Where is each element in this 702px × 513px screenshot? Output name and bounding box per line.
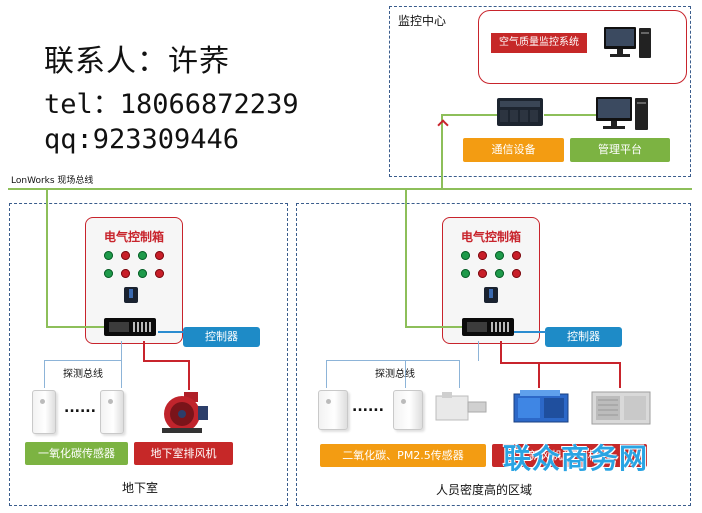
- left-zone-title: 地下室: [122, 481, 159, 495]
- controller-icon: [462, 318, 514, 336]
- sensor-icon: [32, 390, 56, 434]
- left-sensor-label: 一氧化碳传感器: [25, 442, 128, 465]
- management-platform-label: 管理平台: [570, 138, 670, 162]
- platform-computer-icon: [594, 94, 650, 134]
- left-fan-line: [143, 341, 145, 361]
- left-probe-line: [121, 360, 122, 388]
- contact-qq: qq:923309446: [44, 124, 240, 155]
- right-unit-line: [538, 362, 620, 364]
- indicator-light-icon: [104, 269, 113, 278]
- right-unit-line: [538, 362, 540, 388]
- left-controller-label: 控制器: [183, 327, 260, 347]
- left-probe-line: [44, 360, 45, 388]
- sensor-icon: [318, 390, 348, 430]
- contact-name: 联系人：许荞: [44, 44, 230, 79]
- left-probe-line: [44, 360, 122, 361]
- ahu-icon: [590, 386, 652, 428]
- right-unit-line: [500, 362, 540, 364]
- indicator-light-icon: [138, 251, 147, 260]
- right-panel-title: 电气控制箱: [460, 230, 521, 244]
- indicator-light-icon: [121, 269, 130, 278]
- left-fan-line: [143, 360, 190, 362]
- right-ellipsis: ......: [352, 399, 384, 415]
- indicator-light-icon: [121, 251, 130, 260]
- fan-icon: [160, 388, 210, 436]
- switch-knob-icon: [124, 287, 138, 303]
- right-probe-line: [459, 360, 460, 388]
- bus-label: LonWorks 现场总线: [11, 176, 94, 186]
- contact-tel: tel：18066872239: [44, 89, 299, 120]
- right-probe-line: [326, 360, 327, 388]
- right-probe-bus-label: 探测总线: [375, 369, 415, 380]
- indicator-light-icon: [461, 251, 470, 260]
- center-link-v: [441, 114, 443, 190]
- indicator-light-icon: [155, 251, 164, 260]
- indicator-light-icon: [478, 269, 487, 278]
- sensor-icon: [393, 390, 423, 430]
- switch-knob-icon: [484, 287, 498, 303]
- lonworks-bus-line: [8, 188, 692, 190]
- left-panel-title: 电气控制箱: [103, 230, 164, 244]
- indicator-light-icon: [104, 251, 113, 260]
- right-probe-line: [405, 360, 406, 388]
- left-bus-drop-h: [46, 326, 104, 328]
- right-controller-arrow: [514, 331, 546, 333]
- indicator-light-icon: [155, 269, 164, 278]
- right-controller-label: 控制器: [545, 327, 622, 347]
- left-probe-bus-label: 探测总线: [63, 369, 103, 380]
- left-probe-line: [121, 341, 122, 361]
- plc-icon: [496, 95, 544, 129]
- indicator-light-icon: [495, 269, 504, 278]
- right-unit-label: 新风机/空调机组: [492, 444, 647, 467]
- right-bus-drop-v: [405, 189, 407, 327]
- right-unit-line: [500, 341, 502, 363]
- left-fan-line: [188, 360, 190, 390]
- left-controller-arrow: [158, 331, 184, 333]
- controller-icon: [104, 318, 156, 336]
- right-bus-drop-h: [405, 326, 462, 328]
- right-probe-line: [478, 341, 479, 361]
- right-zone: [296, 203, 691, 506]
- left-fan-label: 地下室排风机: [134, 442, 233, 465]
- center-link-h2: [544, 114, 596, 116]
- right-probe-line: [326, 360, 460, 361]
- system-frame: [478, 10, 687, 84]
- left-bus-drop-v: [46, 189, 48, 327]
- indicator-light-icon: [138, 269, 147, 278]
- indicator-light-icon: [512, 251, 521, 260]
- indicator-light-icon: [461, 269, 470, 278]
- air-quality-system-label: 空气质量监控系统: [491, 33, 587, 53]
- monitor-center-title: 监控中心: [398, 14, 447, 28]
- sensor-icon: [100, 390, 124, 434]
- duct-sensor-icon: [434, 390, 488, 424]
- right-unit-line: [619, 362, 621, 388]
- center-link-h: [441, 114, 497, 116]
- left-ellipsis: ......: [64, 400, 96, 416]
- indicator-light-icon: [512, 269, 521, 278]
- fresh-air-unit-icon: [512, 388, 570, 426]
- left-zone: [9, 203, 288, 506]
- right-sensor-label: 二氧化碳、PM2.5传感器: [320, 444, 486, 467]
- comm-device-label: 通信设备: [463, 138, 564, 162]
- computer-icon: [603, 24, 653, 62]
- indicator-light-icon: [495, 251, 504, 260]
- indicator-light-icon: [478, 251, 487, 260]
- right-zone-title: 人员密度高的区域: [436, 483, 533, 497]
- monitor-center-zone: [389, 6, 691, 177]
- watermark-text: 联众商务网: [503, 442, 649, 475]
